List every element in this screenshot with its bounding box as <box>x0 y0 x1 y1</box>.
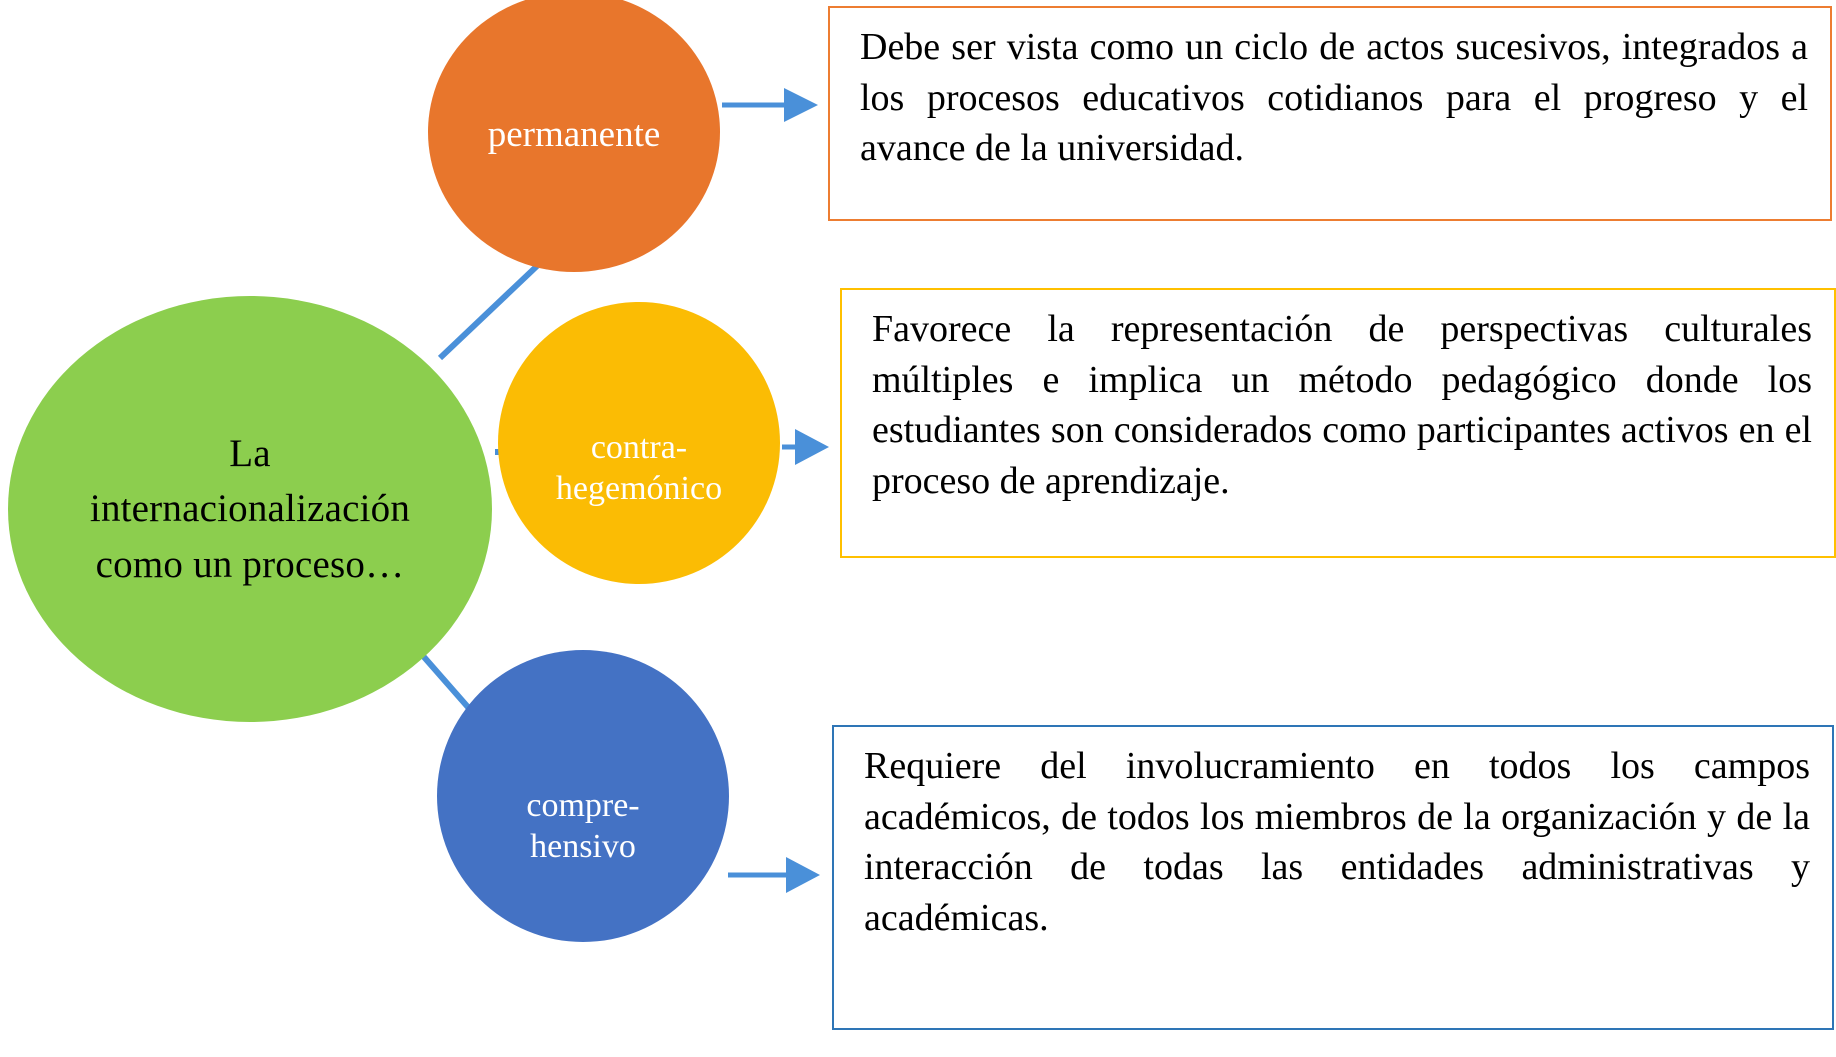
description-text-permanente: Debe ser vista como un ciclo de actos su… <box>860 26 1808 170</box>
node-permanente-label: permanente <box>487 114 661 156</box>
description-box-permanente: Debe ser vista como un ciclo de actos su… <box>828 6 1832 221</box>
arrow-comprehensivo-to-description <box>728 857 820 893</box>
description-box-contra-hegemonico: Favorece la representación de perspectiv… <box>840 288 1836 558</box>
description-text-contra-hegemonico: Favorece la representación de perspectiv… <box>872 308 1812 502</box>
arrow-permanente-to-description <box>722 88 818 122</box>
node-comprehensivo-label: compre- hensivo <box>526 786 640 865</box>
description-box-comprehensivo: Requiere del involucramiento en todos lo… <box>832 725 1834 1030</box>
node-core-label: La internacionalización como un proceso… <box>89 431 411 586</box>
node-comprehensivo[interactable]: compre- hensivo <box>437 650 729 942</box>
node-core-internacionalizacion[interactable]: La internacionalización como un proceso… <box>8 296 492 722</box>
node-permanente[interactable]: permanente <box>428 0 720 272</box>
node-contra-hegemonico-label: contra- hegemónico <box>555 428 723 507</box>
connector-core-to-permanente <box>437 263 540 361</box>
description-text-comprehensivo: Requiere del involucramiento en todos lo… <box>864 745 1810 939</box>
arrow-contra-hegemonico-to-description <box>782 429 829 465</box>
node-contra-hegemonico[interactable]: contra- hegemónico <box>498 302 780 584</box>
